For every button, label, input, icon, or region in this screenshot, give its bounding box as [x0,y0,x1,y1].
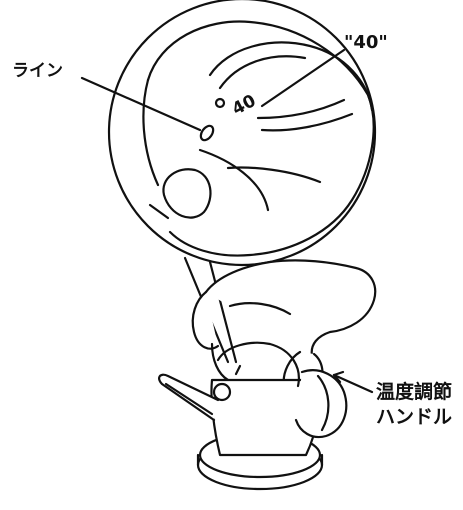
dial-groove-upper [218,55,307,90]
leader-arrowhead [332,370,345,384]
label-forty: "40" [344,32,388,53]
dial-body-outline [146,20,375,257]
mixer-valve [158,341,348,491]
lever-spout-edge [164,382,214,416]
hand-back [204,259,377,358]
hand-knuckle-line [228,302,292,316]
dial-ring [216,341,300,388]
temperature-handle [294,369,348,439]
label-line: ライン [12,61,63,81]
leader-line-handle [332,373,374,394]
mounting-base-sides [196,453,324,467]
leader-line-line [80,76,202,132]
hand [191,259,377,400]
magnified-view [107,0,377,364]
knob-stem [148,203,170,220]
temperature-handle-ridge [316,374,330,432]
dial-groove-lower-inner [256,98,346,120]
small-knob [212,382,232,402]
index-line-mark [199,124,215,142]
magnifier-pointer-right [208,260,238,364]
dial-dot-mark [214,97,226,109]
magnifier-circle [107,0,377,267]
leader-line-40 [260,48,346,108]
dial-panel-curve [198,148,270,212]
knob-button [162,168,212,219]
label-temperature-handle: 温度調節 ハンドル [376,380,452,430]
label-temperature-handle-line2: ハンドル [376,406,453,428]
hand-finger-curl [210,342,230,382]
hand-index-finger [191,290,220,350]
dial-inner-arc [208,41,374,112]
dial-body-left-edge [142,78,160,187]
label-temperature-handle-line1: 温度調節 [376,381,453,403]
dial-groove-lower [260,112,354,132]
index-tick [234,364,242,376]
dial-panel-line [226,166,322,184]
